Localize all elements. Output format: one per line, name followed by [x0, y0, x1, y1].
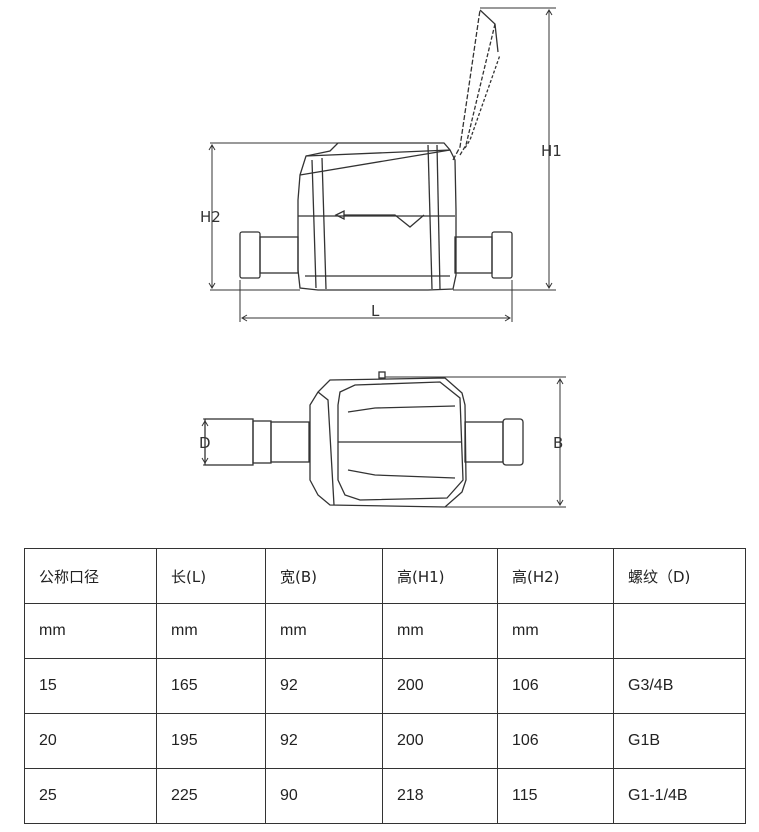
header-height-h2: 高(H2)	[497, 548, 614, 604]
header-nominal-diameter: 公称口径	[24, 548, 157, 604]
table-row: 20 195 92 200 106 G1B	[24, 713, 746, 769]
table-cell: 165	[156, 658, 266, 714]
length-label: L	[371, 302, 380, 320]
table-cell: 115	[497, 768, 614, 824]
table-cell: 106	[497, 658, 614, 714]
units-row: mm mm mm mm mm	[24, 603, 746, 659]
table-header-row: 公称口径 长(L) 宽(B) 高(H1) 高(H2) 螺纹（D)	[24, 548, 746, 604]
table-cell: 106	[497, 713, 614, 769]
table-cell: 15	[24, 658, 157, 714]
unit-cell: mm	[265, 603, 383, 659]
table-cell: 92	[265, 713, 383, 769]
unit-cell	[613, 603, 746, 659]
h2-label: H2	[200, 208, 221, 226]
header-length: 长(L)	[156, 548, 266, 604]
table-cell: 90	[265, 768, 383, 824]
table-cell: 200	[382, 658, 498, 714]
diameter-label: D	[199, 434, 211, 452]
table-cell: 25	[24, 768, 157, 824]
table-cell: G1-1/4B	[613, 768, 746, 824]
header-thread: 螺纹（D)	[613, 548, 746, 604]
table-cell: 195	[156, 713, 266, 769]
width-label: B	[553, 434, 563, 452]
unit-cell: mm	[382, 603, 498, 659]
table-cell: G1B	[613, 713, 746, 769]
spec-table: 公称口径 长(L) 宽(B) 高(H1) 高(H2) 螺纹（D) mm mm m…	[24, 548, 746, 824]
unit-cell: mm	[24, 603, 157, 659]
side-view	[208, 7, 556, 322]
table-row: 15 165 92 200 106 G3/4B	[24, 658, 746, 714]
table-cell: 92	[265, 658, 383, 714]
header-width: 宽(B)	[265, 548, 383, 604]
header-height-h1: 高(H1)	[382, 548, 498, 604]
table-cell: 20	[24, 713, 157, 769]
table-row: 25 225 90 218 115 G1-1/4B	[24, 768, 746, 824]
h1-label: H1	[541, 142, 562, 160]
table-cell: 200	[382, 713, 498, 769]
unit-cell: mm	[156, 603, 266, 659]
table-cell: 225	[156, 768, 266, 824]
top-view	[201, 371, 566, 508]
unit-cell: mm	[497, 603, 614, 659]
table-cell: 218	[382, 768, 498, 824]
table-cell: G3/4B	[613, 658, 746, 714]
technical-drawing: H2 H1 L D B	[199, 7, 566, 508]
